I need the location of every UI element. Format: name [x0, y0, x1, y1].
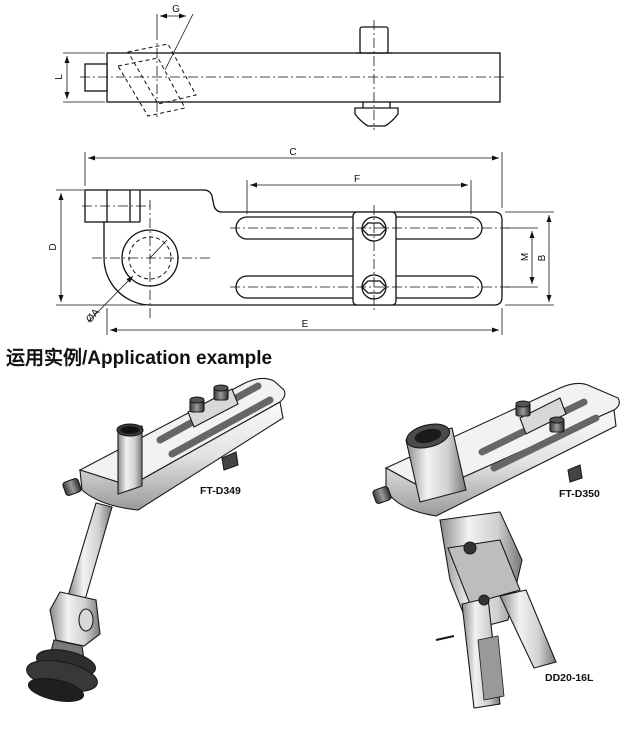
slot-nut-bottom — [354, 107, 399, 127]
hex-fitting — [49, 591, 101, 647]
dim-a-label: ØA — [84, 307, 102, 325]
example-label-ft-d349: FT-D349 — [200, 485, 241, 497]
dim-e-label: E — [302, 319, 309, 330]
example-label-ft-d350: FT-D350 — [559, 488, 600, 500]
top-view — [63, 13, 505, 130]
dim-l-label: L — [54, 74, 65, 80]
dim-d-label: D — [48, 243, 59, 250]
front-view — [56, 152, 554, 335]
dim-f-label: F — [354, 174, 360, 185]
dim-m-label: M — [520, 253, 531, 261]
gripper-jaw-right — [499, 589, 557, 669]
example-ft-d350 — [372, 382, 620, 709]
bracket-top-body — [106, 52, 501, 103]
dim-b-label: B — [537, 254, 548, 261]
section-heading: 运用实例/Application example — [6, 348, 273, 369]
dim-c-label: C — [289, 147, 296, 158]
clamp-screw-top — [84, 63, 108, 92]
vacuum-rod — [67, 502, 113, 601]
clamp-screw-iso — [62, 477, 82, 497]
example-ft-d349 — [26, 377, 286, 702]
example-label-dd20-16l: DD20-16L — [545, 672, 594, 684]
dim-g-label: G — [172, 4, 180, 15]
